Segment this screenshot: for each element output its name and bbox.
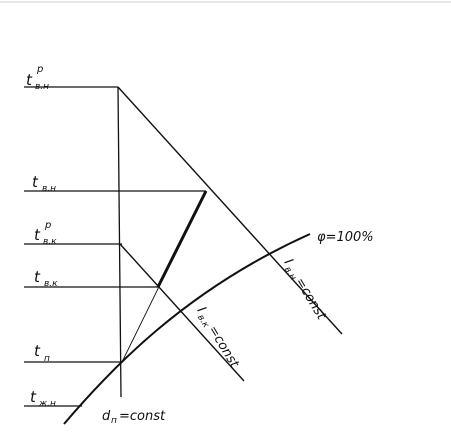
axis-label-t-vn-p: t р в.н bbox=[26, 64, 49, 92]
axis-label-t-p: t п bbox=[34, 342, 50, 364]
label-i-vk-const: I в.к =const bbox=[194, 304, 242, 371]
svg-text:I: I bbox=[281, 256, 296, 267]
svg-text:t: t bbox=[34, 342, 41, 360]
svg-text:t: t bbox=[34, 226, 41, 244]
svg-text:=const: =const bbox=[292, 275, 329, 323]
axis-label-t-vn: t в.н bbox=[32, 173, 56, 194]
saturation-curve bbox=[63, 233, 311, 425]
svg-text:t: t bbox=[34, 268, 41, 286]
svg-text:в.н: в.н bbox=[35, 82, 49, 92]
svg-text:р: р bbox=[36, 64, 43, 75]
svg-text:в.к: в.к bbox=[44, 279, 58, 289]
label-saturation: φ=100% bbox=[317, 230, 374, 245]
label-dp-const: d п =const bbox=[102, 409, 166, 426]
svg-text:I: I bbox=[194, 304, 209, 315]
axis-label-t-zhn: t ж.н bbox=[30, 388, 56, 409]
svg-text:р: р bbox=[44, 220, 51, 231]
svg-text:п: п bbox=[111, 416, 117, 426]
i-vn-const-line bbox=[117, 86, 343, 335]
svg-text:t: t bbox=[26, 71, 33, 89]
dp-const-line bbox=[117, 86, 122, 398]
svg-text:t: t bbox=[30, 388, 37, 406]
axis-label-t-vk-p: t р в.к bbox=[34, 220, 57, 247]
svg-text:в.к: в.к bbox=[43, 237, 57, 247]
i-vk-const-line bbox=[119, 243, 245, 382]
svg-text:=const: =const bbox=[119, 409, 166, 424]
svg-text:t: t bbox=[32, 173, 39, 191]
process-line-thick bbox=[156, 190, 208, 288]
level-lines bbox=[24, 86, 206, 407]
svg-text:=const: =const bbox=[205, 323, 242, 371]
axis-label-t-vk: t в.к bbox=[34, 268, 58, 289]
label-i-vn-const: I в.н =const bbox=[281, 256, 329, 323]
svg-text:в.н: в.н bbox=[42, 184, 56, 194]
svg-text:п: п bbox=[44, 354, 50, 364]
svg-text:ж.н: ж.н bbox=[38, 399, 56, 409]
svg-text:d: d bbox=[102, 409, 111, 424]
